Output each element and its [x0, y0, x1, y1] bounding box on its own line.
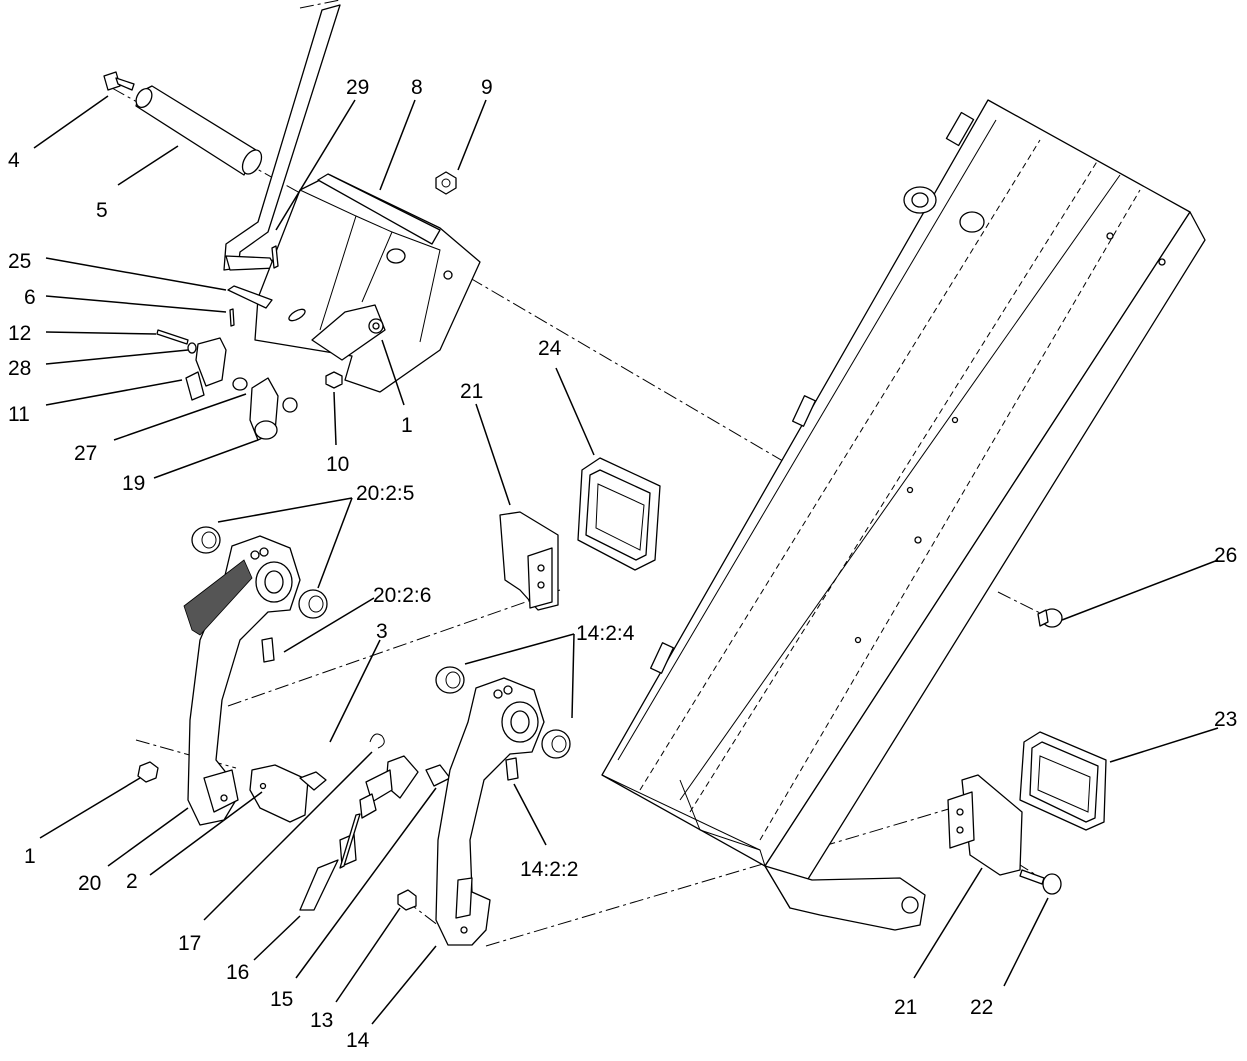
callout-28: 28 — [8, 357, 31, 380]
callout-16: 16 — [226, 961, 249, 984]
hardware-top — [103, 71, 457, 441]
pedal-pad-2 — [137, 761, 327, 823]
mount-plate-lower — [947, 774, 1023, 876]
callout-1-lower: 1 — [24, 845, 36, 868]
bumper-upper — [577, 457, 661, 571]
pedal-20 — [183, 526, 328, 826]
callout-6: 6 — [24, 286, 36, 309]
control-tower-frame — [601, 99, 1206, 931]
callout-3: 3 — [376, 620, 388, 643]
callout-14-2-2: 14:2:2 — [520, 858, 578, 881]
callout-19: 19 — [122, 472, 145, 495]
callout-2: 2 — [126, 870, 138, 893]
callout-11: 11 — [8, 403, 30, 426]
callout-27: 27 — [74, 442, 97, 465]
callout-13: 13 — [310, 1009, 333, 1032]
callout-29: 29 — [346, 76, 369, 99]
pivot-bracket — [254, 173, 481, 393]
callout-20-2-6: 20:2:6 — [373, 584, 431, 607]
bolt-26 — [1037, 608, 1063, 628]
callout-15: 15 — [270, 988, 293, 1011]
leader-lines — [33, 95, 1219, 1025]
pedal-14 — [397, 666, 571, 946]
callout-4: 4 — [8, 149, 20, 172]
callout-10: 10 — [326, 453, 349, 476]
callout-14-2-4: 14:2:4 — [576, 622, 635, 645]
bolt-22 — [1019, 869, 1062, 895]
callout-14: 14 — [346, 1029, 370, 1052]
linkage-rod — [299, 733, 451, 911]
callout-25: 25 — [8, 250, 31, 273]
callout-20: 20 — [78, 872, 101, 895]
control-lever — [223, 4, 341, 271]
callout-1-upper: 1 — [401, 414, 413, 437]
callout-23: 23 — [1214, 708, 1237, 731]
callout-9: 9 — [481, 76, 493, 99]
callout-22: 22 — [970, 996, 993, 1019]
callout-21-lower: 21 — [894, 996, 917, 1019]
callout-8: 8 — [411, 76, 423, 99]
callout-24: 24 — [538, 337, 562, 360]
callout-5: 5 — [96, 199, 108, 222]
callout-20-2-5: 20:2:5 — [356, 482, 414, 505]
callout-21-upper: 21 — [460, 380, 483, 403]
bumper-lower — [1019, 731, 1107, 831]
callout-26: 26 — [1214, 544, 1237, 567]
mount-plate-upper — [499, 511, 559, 611]
callout-17: 17 — [178, 932, 201, 955]
callout-12: 12 — [8, 322, 31, 345]
callout-labels: 4 5 29 8 9 25 6 12 28 11 27 19 10 1 24 2… — [8, 76, 1237, 1052]
